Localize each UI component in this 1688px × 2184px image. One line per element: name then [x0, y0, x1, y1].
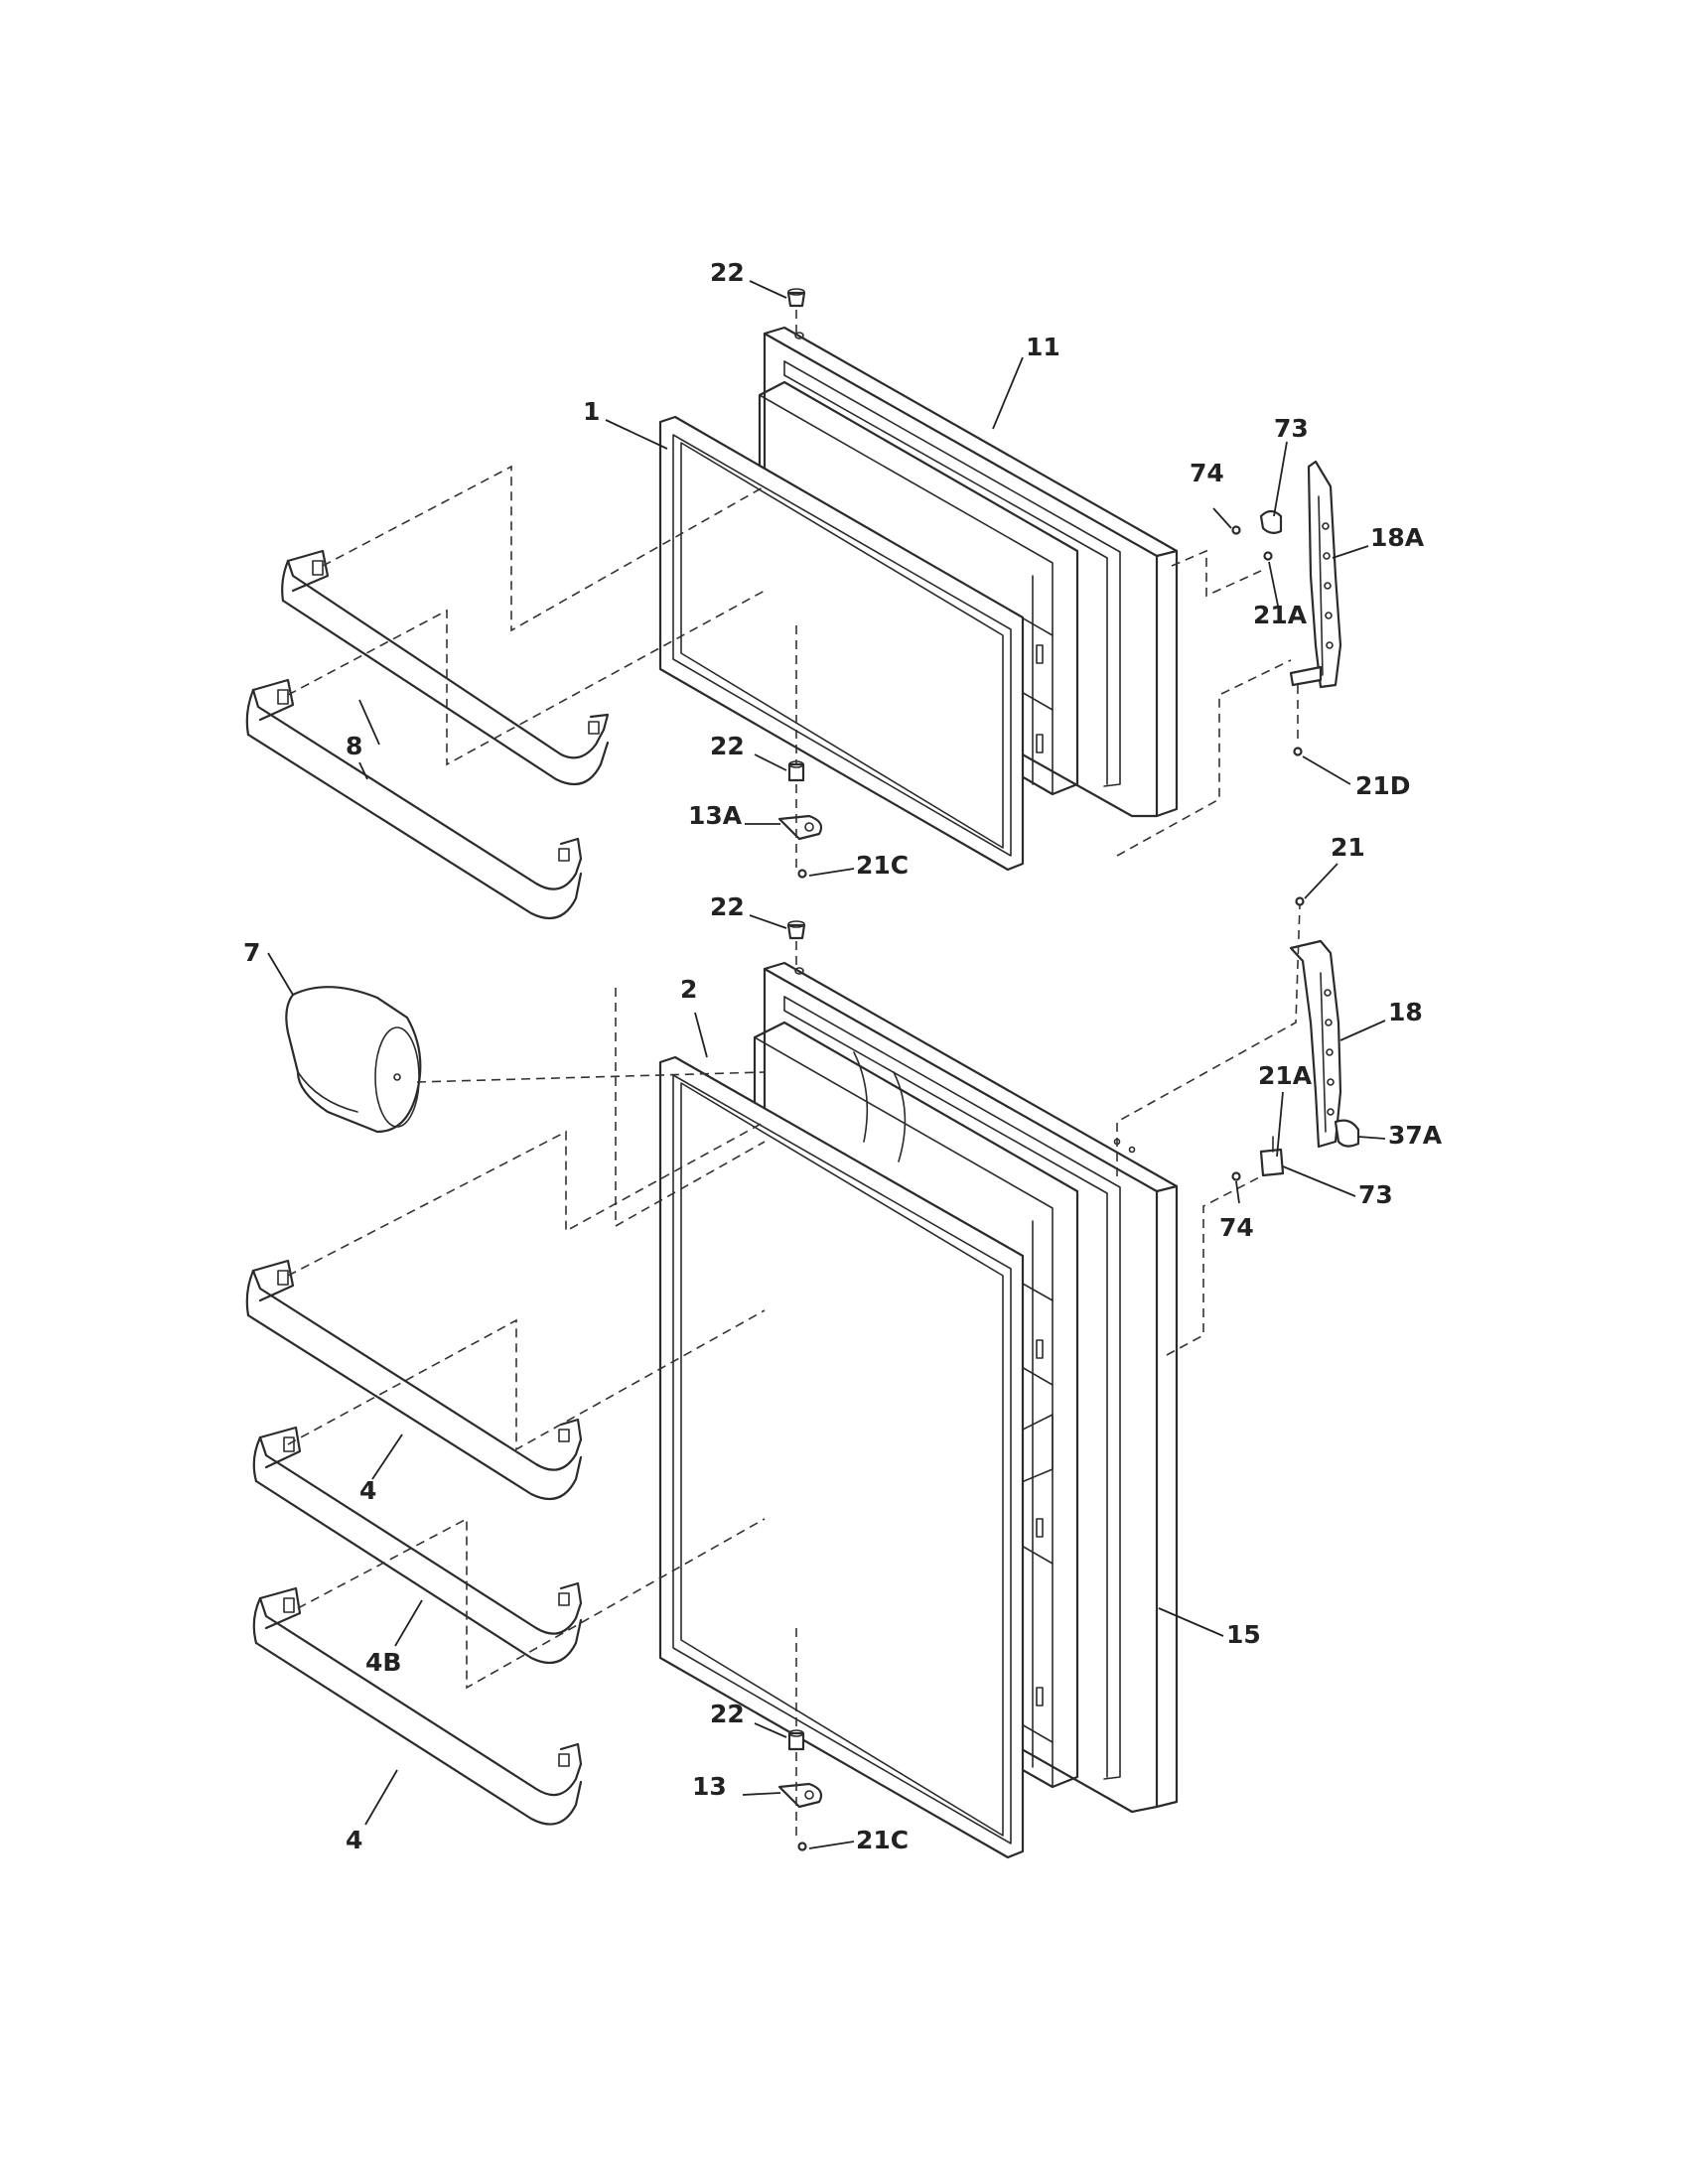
- label-13a: 13A: [688, 801, 743, 830]
- freezer-screw-21c: [797, 869, 807, 879]
- freezer-screw-74: [1231, 525, 1241, 535]
- label-18: 18: [1388, 998, 1423, 1026]
- label-37a: 37A: [1388, 1121, 1443, 1150]
- freezer-handle-cap-73: [1259, 509, 1283, 535]
- fresh-food-screw-21c: [797, 1842, 807, 1851]
- fresh-food-top-hinge-pin: [786, 920, 806, 940]
- freezer-shelf-bar-upper: [281, 549, 610, 786]
- label-7: 7: [243, 938, 260, 967]
- fresh-food-screw-74: [1231, 1171, 1241, 1181]
- freezer-gasket: [658, 415, 1025, 872]
- freezer-door-stop-13a: [777, 814, 823, 841]
- label-4-bot: 4: [346, 1826, 362, 1854]
- label-15: 15: [1226, 1620, 1261, 1649]
- label-13: 13: [692, 1772, 727, 1801]
- fresh-food-shelf-bar-4b: [252, 1426, 583, 1665]
- freezer-top-hinge-pin: [786, 288, 806, 308]
- fresh-food-assembly-lines: [287, 904, 1301, 1842]
- label-4b: 4B: [365, 1648, 401, 1677]
- label-21d: 21D: [1355, 771, 1411, 800]
- label-4-top: 4: [359, 1476, 376, 1505]
- label-21c-top: 21C: [856, 851, 909, 880]
- label-2: 2: [680, 975, 697, 1004]
- label-22-mid: 22: [710, 732, 745, 760]
- freezer-bottom-hinge-pin: [787, 760, 805, 782]
- dairy-bin-7: [285, 986, 422, 1134]
- label-18a: 18A: [1370, 523, 1425, 552]
- fresh-food-handle-cap-73: [1259, 1136, 1285, 1177]
- label-74-top: 74: [1190, 459, 1224, 487]
- freezer-assembly-lines: [287, 310, 1299, 869]
- fresh-food-screw-21: [1295, 896, 1305, 906]
- label-73-bot: 73: [1358, 1180, 1393, 1209]
- fresh-food-gasket: [658, 1055, 1025, 1859]
- handle-end-cap-37a: [1334, 1119, 1360, 1148]
- label-74-bot: 74: [1219, 1213, 1254, 1242]
- fresh-food-bottom-hinge-pin: [787, 1729, 805, 1751]
- label-73-top: 73: [1274, 414, 1309, 443]
- label-21c-bot: 21C: [856, 1826, 909, 1854]
- callout-leaders: [267, 280, 1386, 1849]
- freezer-shelf-bar-lower: [245, 678, 583, 920]
- freezer-screw-21d: [1293, 747, 1303, 756]
- label-22-fresh: 22: [710, 892, 745, 921]
- label-11: 11: [1026, 333, 1060, 361]
- label-22-top: 22: [710, 258, 745, 287]
- fresh-food-door-stop-13: [777, 1782, 823, 1809]
- fresh-food-handle-18: [1289, 939, 1342, 1149]
- label-22-bot: 22: [710, 1700, 745, 1728]
- freezer-handle-18a: [1289, 460, 1342, 689]
- label-1: 1: [583, 397, 600, 426]
- fresh-food-shelf-bar-1: [245, 1259, 583, 1501]
- label-21a-bot: 21A: [1258, 1061, 1313, 1090]
- fresh-food-shelf-bar-2: [252, 1586, 583, 1826]
- label-21: 21: [1331, 833, 1365, 862]
- label-8: 8: [346, 732, 362, 760]
- freezer-screw-21a: [1263, 551, 1273, 561]
- label-21a-top: 21A: [1253, 601, 1308, 629]
